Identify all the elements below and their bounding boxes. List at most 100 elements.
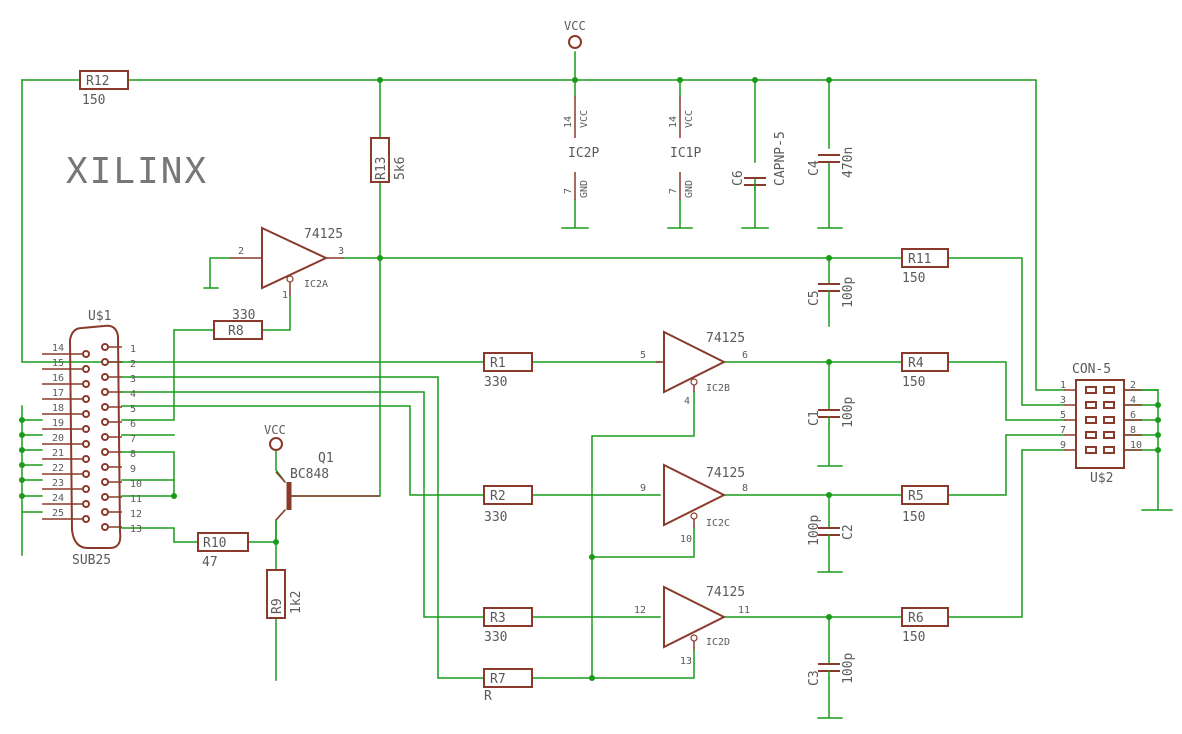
db25-pin-number: 25 [52, 508, 64, 519]
vcc-terminal-top [568, 35, 582, 49]
con5-pin-number: 3 [1060, 395, 1066, 406]
resistor-r5 [901, 485, 949, 505]
ic2p-vcc-pin: 14 [563, 116, 574, 128]
ic2p-gnd-text: GND [579, 180, 590, 198]
db25-pin-number: 10 [130, 479, 142, 490]
r3-label: R3 [490, 611, 506, 626]
junction-dot [826, 359, 832, 365]
r5-label: R5 [908, 489, 924, 504]
ic2b-pin-out: 6 [742, 350, 748, 361]
resistor-r7 [483, 668, 533, 688]
con5-pin-number: 6 [1130, 410, 1136, 421]
capacitor-plates [744, 154, 840, 672]
junction-dot [19, 447, 25, 453]
con5-pin-4 [1103, 401, 1115, 409]
r1-value: 330 [484, 375, 507, 390]
db25-pin-number: 13 [130, 524, 142, 535]
db25-connector: 1234567891011121314151617181920212223242… [42, 324, 142, 549]
r9-value: 1k2 [289, 591, 304, 614]
con5-pin-number: 9 [1060, 440, 1066, 451]
r3-value: 330 [484, 630, 507, 645]
ic2a-pin-in: 2 [238, 246, 244, 257]
db25-pin-3 [101, 373, 109, 381]
db25-pin-number: 18 [52, 403, 64, 414]
c3-value: 100p [841, 653, 856, 684]
resistor-r13 [370, 137, 390, 183]
db25-pin-number: 15 [52, 358, 64, 369]
con5-pin-6 [1103, 416, 1115, 424]
db25-pin-25 [82, 515, 90, 523]
r5-value: 150 [902, 510, 925, 525]
u2-label: U$2 [1090, 471, 1113, 486]
ic2p-vcc-text: VCC [579, 110, 590, 128]
con5-pin-number: 10 [1130, 440, 1142, 451]
db25-pin-number: 5 [130, 404, 136, 415]
con5-pin-number: 2 [1130, 380, 1136, 391]
db25-pin-16 [82, 380, 90, 388]
r8-label: R8 [228, 324, 244, 339]
con5-pin-number: 8 [1130, 425, 1136, 436]
ic2c-pin-en: 10 [680, 534, 692, 545]
junction-dot [377, 255, 383, 261]
con5-pin-10 [1103, 446, 1115, 454]
db25-pin-number: 17 [52, 388, 64, 399]
resistor-r12 [79, 70, 129, 90]
r7-label: R7 [490, 672, 506, 687]
ic2d-pin-out: 11 [738, 605, 750, 616]
vcc-label: VCC [564, 19, 586, 33]
con5-pin-number: 5 [1060, 410, 1066, 421]
junction-dot [19, 462, 25, 468]
q1-value: BC848 [290, 467, 329, 482]
con5-pin-2 [1103, 386, 1115, 394]
ic2a-pin-en: 1 [282, 290, 288, 301]
ic1p-vcc-pin: 14 [668, 116, 679, 128]
ic2d-label: IC2D [706, 637, 730, 648]
db25-pin-number: 14 [52, 343, 64, 354]
db25-pin-21 [82, 455, 90, 463]
db25-pin-number: 12 [130, 509, 142, 520]
junction-dot [589, 554, 595, 560]
r13-value: 5k6 [393, 157, 408, 180]
db25-pin-number: 2 [130, 359, 136, 370]
ic2a-pin-out: 3 [338, 246, 344, 257]
db25-pin-number: 21 [52, 448, 64, 459]
ic2p-label: IC2P [568, 146, 599, 161]
ic2d-type: 74125 [706, 585, 745, 600]
resistor-r10 [197, 532, 249, 552]
resistor-r1 [483, 352, 533, 372]
wires [21, 51, 1173, 719]
ic2c-pin-in: 9 [640, 483, 646, 494]
junction-dot [677, 77, 683, 83]
u1-value: SUB25 [72, 553, 111, 568]
con5-pin-number: 7 [1060, 425, 1066, 436]
db25-pin-18 [82, 410, 90, 418]
resistor-r3 [483, 607, 533, 627]
db25-pin-17 [82, 395, 90, 403]
r6-value: 150 [902, 630, 925, 645]
capacitors [744, 154, 840, 679]
junction-dot [589, 675, 595, 681]
junction-dot [1155, 432, 1161, 438]
db25-pin-11 [101, 493, 109, 501]
db25-pin-19 [82, 425, 90, 433]
r12-label: R12 [86, 74, 109, 89]
db25-pin-24 [82, 500, 90, 508]
junction-dot [826, 614, 832, 620]
c3-label: C3 [807, 670, 822, 686]
ic1p-gnd-text: GND [684, 180, 695, 198]
junction-dot [377, 77, 383, 83]
u2-value: CON-5 [1072, 362, 1111, 377]
db25-pin-22 [82, 470, 90, 478]
junction-dot [826, 255, 832, 261]
c4-label: C4 [807, 160, 822, 176]
resistor-r11 [901, 248, 949, 268]
r8-value: 330 [232, 308, 255, 323]
ic1p-label: IC1P [670, 146, 701, 161]
junction-dot [752, 77, 758, 83]
ic2d-pin-in: 12 [634, 605, 646, 616]
vcc-label-q1: VCC [264, 423, 286, 437]
ic2p-gnd-pin: 7 [563, 188, 574, 194]
con5-pin-7 [1085, 431, 1097, 439]
